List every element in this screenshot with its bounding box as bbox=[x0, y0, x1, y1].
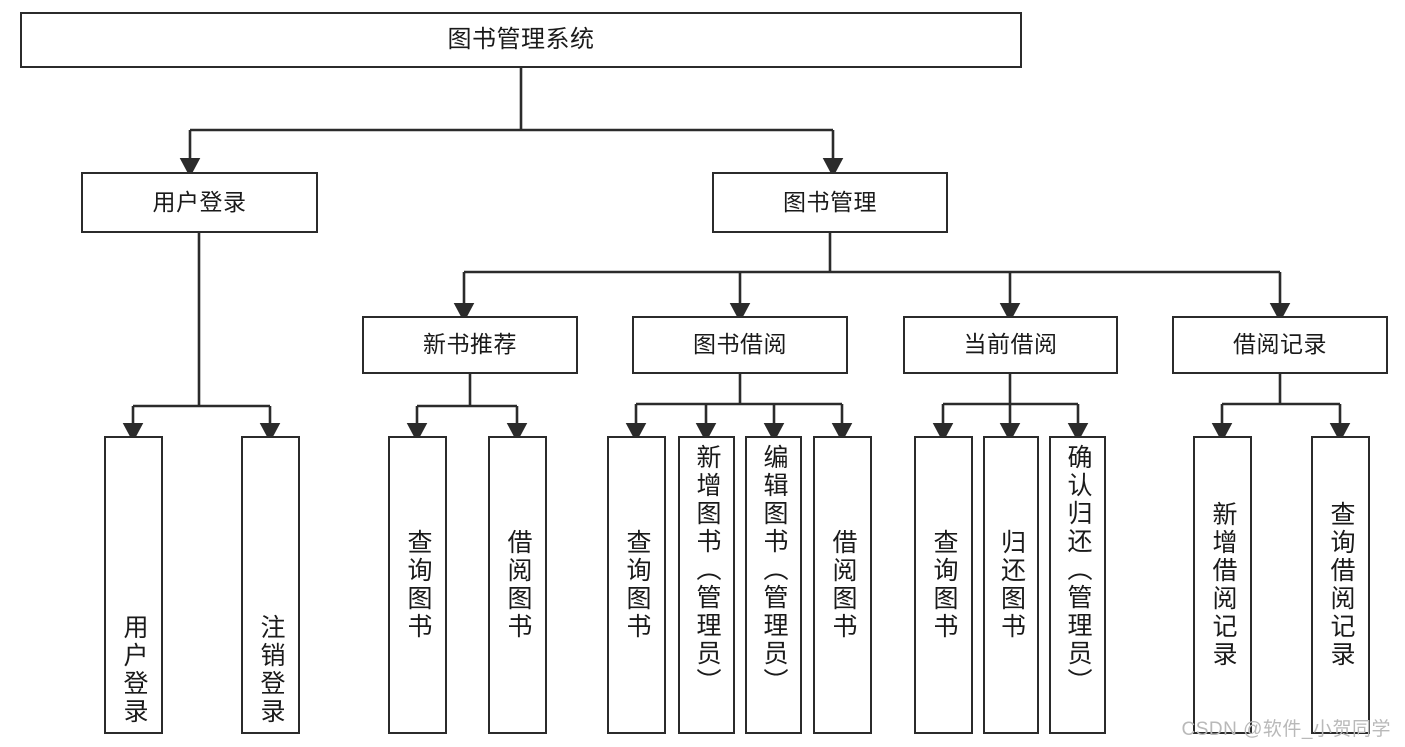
node-leaf-add-book-admin[interactable]: 新增图书（管理员） bbox=[678, 436, 735, 734]
node-book-manage[interactable]: 图书管理 bbox=[712, 172, 948, 233]
node-label: 查询图书 bbox=[404, 529, 432, 641]
node-leaf-borrow-book-borrow[interactable]: 借阅图书 bbox=[813, 436, 872, 734]
node-book-borrow[interactable]: 图书借阅 bbox=[632, 316, 848, 374]
node-leaf-confirm-return-admin[interactable]: 确认归还（管理员） bbox=[1049, 436, 1106, 734]
node-leaf-query-borrow-record[interactable]: 查询借阅记录 bbox=[1311, 436, 1370, 734]
node-label: 图书管理 bbox=[783, 188, 877, 215]
node-label: 用户登录 bbox=[120, 614, 148, 726]
node-label: 新增借阅记录 bbox=[1209, 501, 1237, 669]
node-leaf-return-book[interactable]: 归还图书 bbox=[983, 436, 1039, 734]
node-label: 借阅记录 bbox=[1233, 331, 1327, 358]
node-leaf-user-login[interactable]: 用户登录 bbox=[104, 436, 163, 734]
node-leaf-edit-book-admin[interactable]: 编辑图书（管理员） bbox=[745, 436, 802, 734]
node-label: 查询图书 bbox=[623, 529, 651, 641]
node-label: 编辑图书（管理员） bbox=[760, 444, 788, 696]
node-label: 归还图书 bbox=[997, 529, 1026, 641]
node-label: 当前借阅 bbox=[963, 331, 1058, 358]
node-leaf-logout[interactable]: 注销登录 bbox=[241, 436, 300, 734]
node-label: 查询借阅记录 bbox=[1327, 501, 1355, 669]
node-leaf-query-book-rec[interactable]: 查询图书 bbox=[388, 436, 447, 734]
node-label: 注销登录 bbox=[257, 614, 285, 726]
node-label: 确认归还（管理员） bbox=[1064, 444, 1092, 696]
node-leaf-query-book-borrow[interactable]: 查询图书 bbox=[607, 436, 666, 734]
node-current-borrow[interactable]: 当前借阅 bbox=[903, 316, 1118, 374]
node-label: 借阅图书 bbox=[829, 529, 857, 641]
node-leaf-add-borrow-record[interactable]: 新增借阅记录 bbox=[1193, 436, 1252, 734]
node-borrow-record[interactable]: 借阅记录 bbox=[1172, 316, 1388, 374]
node-root-system[interactable]: 图书管理系统 bbox=[20, 12, 1022, 68]
node-leaf-query-book-current[interactable]: 查询图书 bbox=[914, 436, 973, 734]
node-user-login[interactable]: 用户登录 bbox=[81, 172, 318, 233]
node-label: 新书推荐 bbox=[423, 331, 517, 358]
node-label: 查询图书 bbox=[930, 529, 958, 641]
csdn-watermark: CSDN @软件_小贺同学 bbox=[1181, 719, 1391, 740]
node-label: 用户登录 bbox=[152, 188, 247, 215]
node-label: 借阅图书 bbox=[504, 529, 532, 641]
node-label: 图书借阅 bbox=[693, 331, 787, 358]
node-leaf-borrow-book-rec[interactable]: 借阅图书 bbox=[488, 436, 547, 734]
node-label: 新增图书（管理员） bbox=[693, 444, 721, 696]
node-new-book-recommend[interactable]: 新书推荐 bbox=[362, 316, 578, 374]
node-label: 图书管理系统 bbox=[447, 25, 595, 53]
